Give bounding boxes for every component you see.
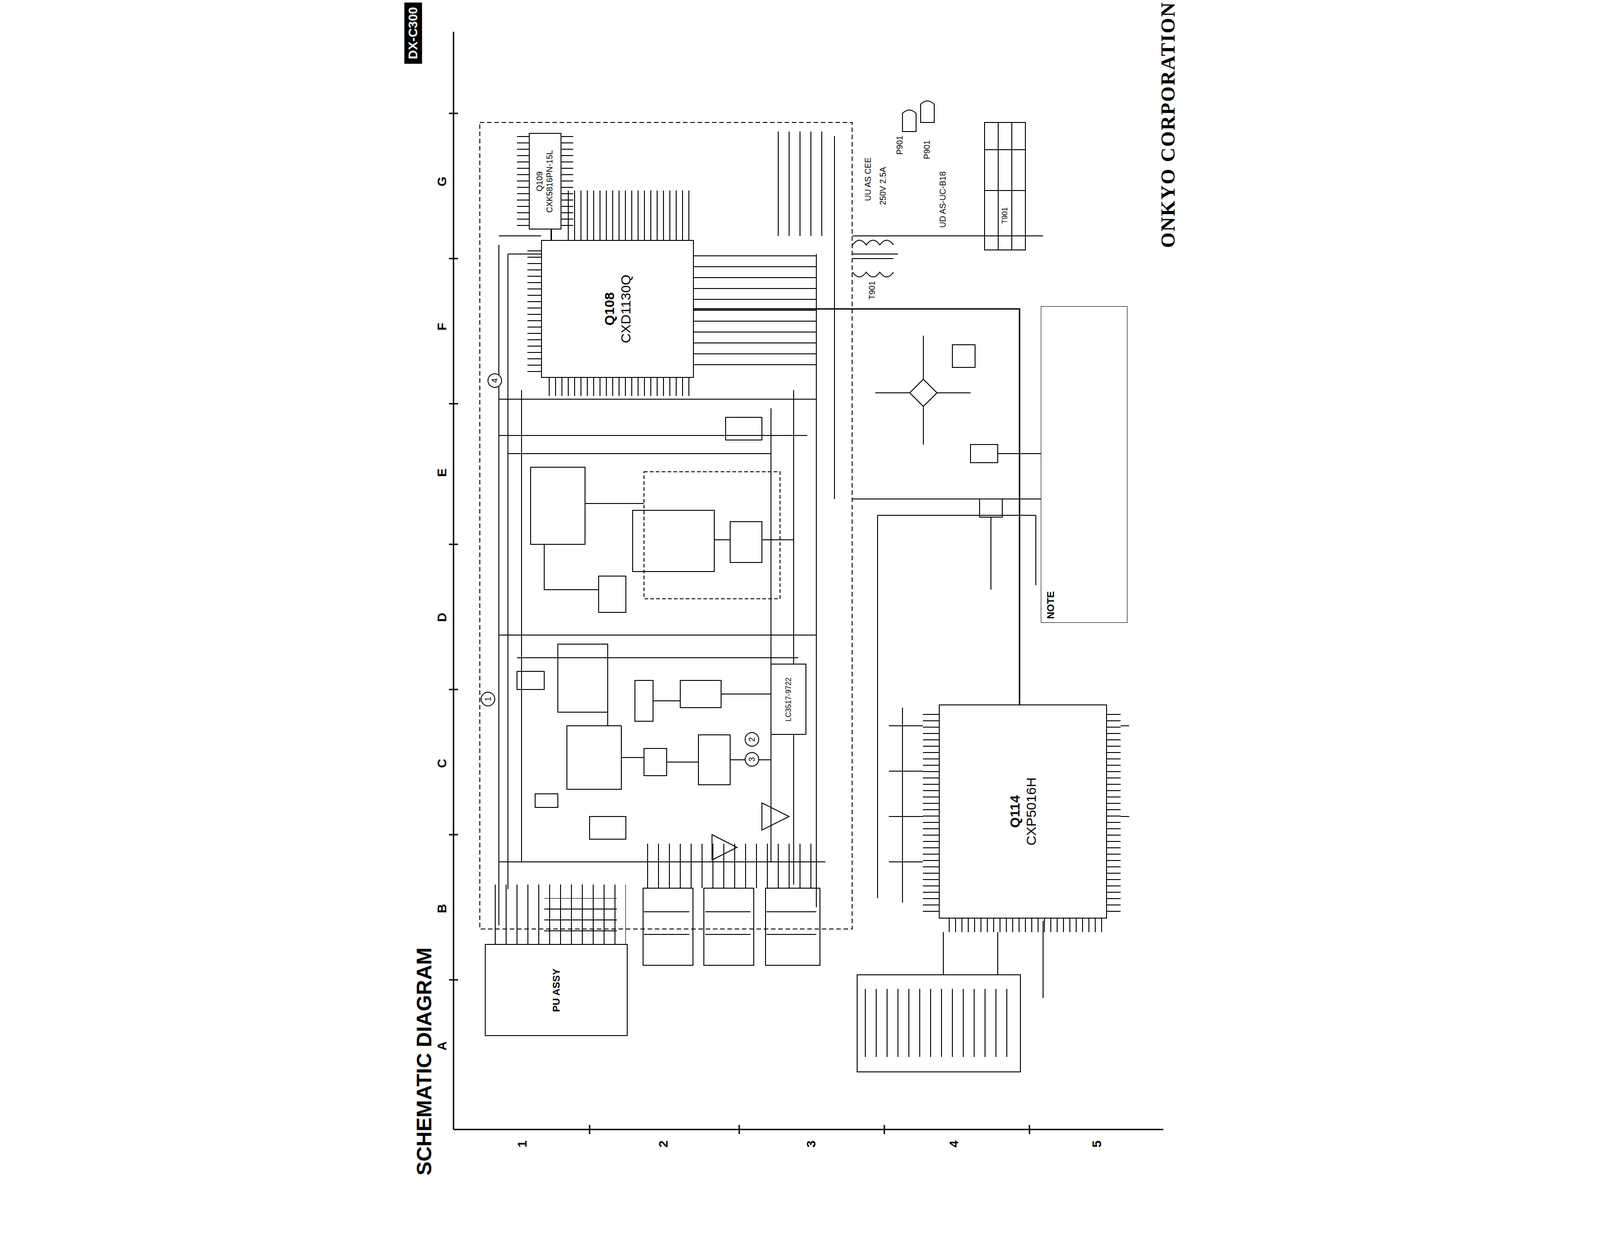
microcontroller-chip: Q114CXP5016H: [938, 704, 1108, 919]
part-ref: Q114: [1006, 795, 1024, 828]
callout-number: 1: [480, 691, 496, 707]
part-label: 250V 2.5A: [878, 165, 889, 207]
part-number: CXD1130Q: [617, 274, 635, 343]
ram-chip: Q109CXK5816PN-15L: [528, 132, 562, 230]
part-number: CXP5016H: [1023, 777, 1040, 846]
part-ref: PU ASSY: [550, 968, 562, 1012]
grid-reference: B: [434, 902, 450, 915]
callout-number: 2: [744, 731, 760, 747]
part-label: T901: [1000, 205, 1010, 225]
ic-chip: LC3517-9722: [770, 663, 807, 735]
pin-rows: [489, 131, 1121, 1057]
callout-number: 3: [744, 751, 760, 767]
part-ref: Q109: [535, 170, 546, 191]
text-group: PU ASSY: [550, 968, 562, 1012]
wire-connector: [693, 308, 1020, 705]
text-group: Q109CXK5816PN-15L: [535, 149, 555, 213]
part-ref: LC3517-9722: [784, 677, 793, 722]
part-label: P901: [895, 134, 906, 157]
diagram-title: SCHEMATIC DIAGRAM: [413, 946, 435, 1177]
part-label: UD AS-UC-B18: [938, 170, 949, 230]
grid-reference: E: [434, 467, 450, 479]
grid-reference: D: [434, 611, 450, 624]
brand-name: ONKYO CORPORATION: [1156, 0, 1180, 250]
callout-number: 4: [487, 373, 503, 388]
part-label: UU AS CEE: [863, 156, 874, 203]
part-ref: NOTE: [1044, 590, 1057, 619]
text-group: NOTE: [1044, 590, 1057, 619]
text-group: Q114CXP5016H: [1006, 777, 1040, 846]
grid-reference: 4: [946, 1138, 962, 1149]
part-label: T901: [867, 279, 878, 301]
grid-reference: A: [434, 1039, 450, 1052]
pickup-assembly: PU ASSY: [484, 943, 628, 1036]
grid-reference: F: [434, 321, 450, 332]
grid-reference: 1: [515, 1138, 531, 1149]
part-number: CXK5816PN-15L: [545, 149, 556, 213]
part-ref: Q108: [601, 292, 618, 326]
grid-reference: 2: [656, 1138, 672, 1149]
model-tab: DX-C300: [404, 2, 423, 64]
text-group: LC3517-9722: [784, 677, 793, 722]
grid-axis: [448, 31, 1164, 1134]
grid-reference: G: [434, 175, 450, 188]
grid-reference: 5: [1089, 1138, 1105, 1149]
text-group: Q108CXD1130Q: [601, 274, 635, 343]
grid-reference: C: [434, 757, 450, 770]
grid-reference: 3: [804, 1138, 820, 1149]
wiring: [479, 101, 1130, 1073]
dsp-chip: Q108CXD1130Q: [541, 239, 694, 378]
note-box: NOTE: [1040, 306, 1128, 623]
part-label: P901: [922, 138, 933, 161]
wire-connector: [550, 229, 552, 240]
